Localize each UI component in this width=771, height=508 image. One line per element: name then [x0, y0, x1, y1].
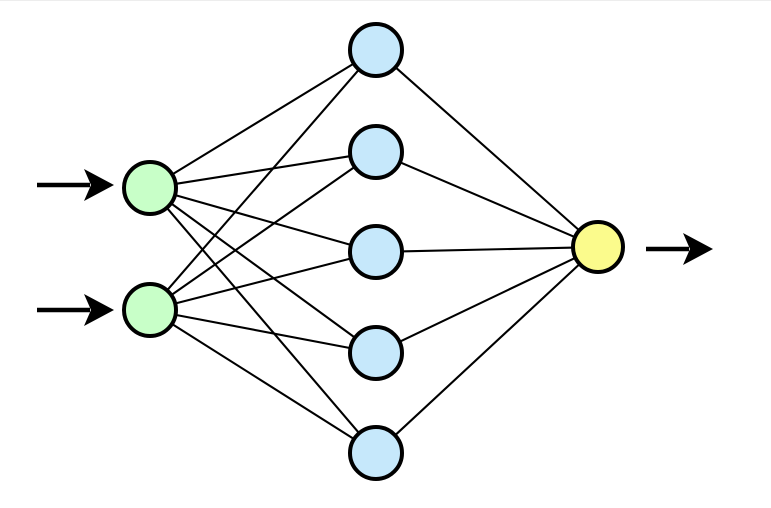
- input-node-1[interactable]: [122, 160, 178, 216]
- output-layer: [571, 220, 625, 274]
- edge-h4-o1: [396, 255, 579, 344]
- hidden-node-5[interactable]: [348, 425, 404, 481]
- edge-i2-h3: [172, 256, 354, 306]
- edge-i2-h5: [169, 321, 357, 442]
- input-arrow-2-head: [84, 294, 114, 326]
- input-node-2[interactable]: [122, 282, 178, 338]
- input-layer: [122, 160, 178, 338]
- input-arrow-2: [37, 294, 114, 326]
- hidden-node-4[interactable]: [348, 325, 404, 381]
- hidden-node-3[interactable]: [348, 224, 404, 280]
- edge-i1-h3: [172, 193, 354, 247]
- edge-h3-o1: [398, 246, 577, 253]
- input-arrows-group: [37, 169, 114, 326]
- hidden-layer: [348, 22, 404, 481]
- output-node-1[interactable]: [571, 220, 625, 274]
- hidden-node-1[interactable]: [348, 22, 404, 78]
- edge-i2-h1: [164, 67, 362, 293]
- edge-h1-o1: [392, 64, 582, 233]
- edge-i2-h2: [168, 164, 358, 298]
- edge-group-hidden-output: [392, 64, 583, 438]
- output-arrow-1-head: [683, 233, 713, 265]
- edge-i2-h4: [172, 313, 354, 350]
- edge-i1-h4: [168, 201, 358, 340]
- input-arrow-1: [37, 169, 114, 201]
- edge-i1-h2: [172, 154, 354, 186]
- edge-group-input-hidden: [164, 61, 362, 442]
- edge-i1-h5: [164, 205, 362, 436]
- edge-i1-h1: [169, 61, 357, 177]
- edge-h5-o1: [392, 261, 583, 438]
- edge-h2-o1: [397, 160, 578, 239]
- hidden-node-2[interactable]: [348, 124, 404, 180]
- output-arrow-1: [646, 233, 713, 265]
- input-arrow-1-head: [84, 169, 114, 201]
